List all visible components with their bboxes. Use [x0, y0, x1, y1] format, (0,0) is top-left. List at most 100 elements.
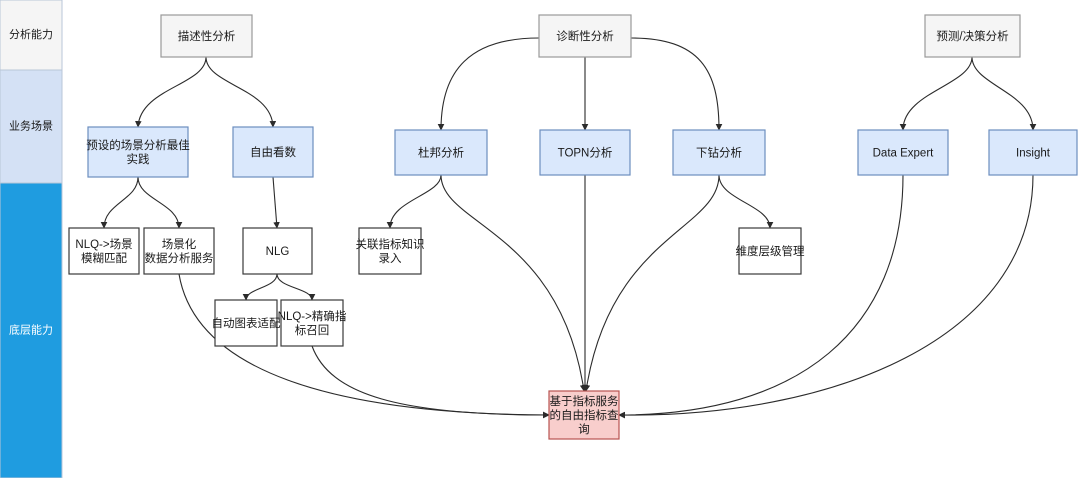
- node-box[interactable]: [160, 14, 253, 58]
- node-label: 场景化数据分析服务: [145, 237, 214, 265]
- node-nlg[interactable]: NLG: [242, 227, 313, 275]
- node-label-line: 预测/决策分析: [936, 29, 1008, 43]
- node-drilldown-analysis[interactable]: 下钻分析: [672, 129, 766, 176]
- edge-preset-to-scenario-service: [137, 176, 183, 229]
- node-dimension-hierarchy-management[interactable]: 维度层级管理: [736, 227, 805, 275]
- node-label-line: TOPN分析: [558, 146, 613, 160]
- node-box[interactable]: [548, 390, 620, 440]
- node-box[interactable]: [68, 227, 140, 275]
- node-metric-service-free-query[interactable]: 基于指标服务的自由指标查询: [548, 390, 620, 440]
- node-label-line: 的自由指标查: [550, 408, 619, 422]
- node-label-line: 标召回: [295, 324, 330, 337]
- node-diagnostic-analysis[interactable]: 诊断性分析: [538, 14, 632, 58]
- node-auto-chart-adaptation[interactable]: 自动图表适配: [212, 299, 281, 347]
- node-label: 描述性分析: [178, 29, 236, 43]
- edge-insight-to-query: [618, 174, 1034, 419]
- node-insight[interactable]: Insight: [988, 129, 1078, 176]
- node-box[interactable]: [143, 227, 215, 275]
- node-preset-scenario-best-practice[interactable]: 预设的场景分析最佳实践: [86, 126, 190, 178]
- swimlane-lane-scenario: 业务场景: [0, 69, 63, 184]
- node-label: 杜邦分析: [418, 146, 464, 160]
- node-label: Insight: [1016, 148, 1051, 160]
- swimlane-label: 底层能力: [9, 322, 53, 336]
- node-label: 下钻分析: [696, 146, 742, 160]
- node-label: TOPN分析: [558, 146, 613, 160]
- node-box[interactable]: [738, 227, 802, 275]
- node-label-line: 自由看数: [250, 145, 296, 159]
- node-box[interactable]: [242, 227, 313, 275]
- node-label-line: 实践: [127, 152, 150, 166]
- edge-dupont-to-knowledge-entry: [386, 174, 442, 229]
- node-box[interactable]: [672, 129, 766, 176]
- node-label-line: 数据分析服务: [145, 251, 214, 265]
- node-label-line: 诊断性分析: [556, 29, 614, 43]
- edge-preset-to-nlq-fuzzy: [100, 176, 139, 229]
- edge-data-expert-to-query: [618, 174, 904, 419]
- node-label-line: 预设的场景分析最佳: [86, 138, 190, 152]
- node-box[interactable]: [857, 129, 949, 176]
- node-label: 自由看数: [250, 145, 296, 159]
- edge-dupont-to-query: [440, 174, 587, 392]
- edge-predictive-to-insight: [971, 56, 1037, 131]
- node-label: 自动图表适配: [212, 316, 281, 330]
- node-free-data-exploration[interactable]: 自由看数: [232, 126, 314, 178]
- node-box[interactable]: [232, 126, 314, 178]
- edge-descriptive-to-free: [205, 56, 277, 128]
- node-dupont-analysis[interactable]: 杜邦分析: [394, 129, 488, 176]
- node-box[interactable]: [87, 126, 189, 178]
- node-label-line: 询: [578, 423, 590, 436]
- node-box[interactable]: [539, 129, 631, 176]
- node-label: 预测/决策分析: [936, 29, 1008, 43]
- swimlane-lane-foundation: 底层能力: [0, 182, 63, 478]
- node-label-line: Insight: [1016, 148, 1051, 160]
- node-box[interactable]: [538, 14, 632, 58]
- node-label: Data Expert: [873, 148, 935, 160]
- node-scenario-data-analysis-service[interactable]: 场景化数据分析服务: [143, 227, 215, 275]
- edge-drilldown-to-dimension: [718, 174, 774, 229]
- node-label-line: 杜邦分析: [418, 146, 464, 160]
- edge-diagnostic-to-dupont: [437, 37, 540, 131]
- swimlane-background: [0, 0, 63, 71]
- node-label: NLQ->场景模糊匹配: [75, 237, 132, 265]
- swimlane-background: [0, 69, 63, 184]
- node-label: 预设的场景分析最佳实践: [86, 138, 190, 166]
- node-label-line: NLQ->场景: [75, 237, 132, 251]
- node-nlq-scenario-fuzzy-match[interactable]: NLQ->场景模糊匹配: [68, 227, 140, 275]
- edge-group: [100, 37, 1037, 419]
- swimlane-label: 业务场景: [9, 118, 53, 132]
- node-label-line: NLG: [266, 246, 290, 258]
- node-box[interactable]: [988, 129, 1078, 176]
- node-predictive-decision-analysis[interactable]: 预测/决策分析: [924, 14, 1021, 58]
- node-label-line: Data Expert: [873, 148, 935, 160]
- swimlane-lane-capability: 分析能力: [0, 0, 63, 71]
- node-data-expert[interactable]: Data Expert: [857, 129, 949, 176]
- node-label-line: NLQ->精确指: [278, 309, 347, 323]
- edge-nlg-to-auto-chart: [242, 273, 278, 301]
- edge-diagnostic-to-drilldown: [630, 37, 723, 131]
- node-box[interactable]: [280, 299, 344, 347]
- node-box[interactable]: [214, 299, 278, 347]
- node-box[interactable]: [394, 129, 488, 176]
- swimlane-label: 分析能力: [9, 27, 53, 41]
- node-label-line: 维度层级管理: [736, 244, 805, 258]
- node-topn-analysis[interactable]: TOPN分析: [539, 129, 631, 176]
- edge-drilldown-to-query: [583, 174, 720, 392]
- node-label: 诊断性分析: [556, 29, 614, 43]
- node-box[interactable]: [358, 227, 422, 275]
- edge-descriptive-to-preset: [135, 56, 207, 128]
- node-label: 基于指标服务的自由指标查询: [550, 394, 619, 436]
- node-label-line: 下钻分析: [696, 146, 742, 160]
- node-related-metric-knowledge-entry[interactable]: 关联指标知识录入: [356, 227, 425, 275]
- edge-nlq-exact-to-query: [311, 345, 550, 419]
- node-descriptive-analysis[interactable]: 描述性分析: [160, 14, 253, 58]
- node-nlq-exact-metric-recall[interactable]: NLQ->精确指标召回: [278, 299, 347, 347]
- node-box[interactable]: [924, 14, 1021, 58]
- edge-nlg-to-nlq-exact: [276, 273, 316, 301]
- node-label: NLQ->精确指标召回: [278, 309, 347, 337]
- node-label-line: 自动图表适配: [212, 316, 281, 330]
- node-label-line: 基于指标服务: [550, 394, 619, 408]
- node-label-line: 描述性分析: [178, 29, 236, 43]
